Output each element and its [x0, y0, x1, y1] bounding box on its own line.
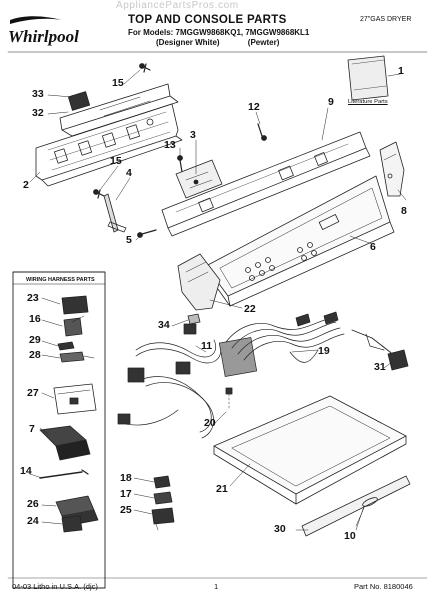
callout-14: 14: [20, 465, 32, 477]
part-screw-5: [137, 229, 157, 238]
part-trim-30: [301, 475, 411, 537]
callout-34: 34: [158, 319, 170, 331]
callout-21: 21: [216, 483, 228, 495]
variant-pewter: (Pewter): [247, 38, 280, 47]
callout-8: 8: [401, 205, 407, 217]
callout-6: 6: [370, 241, 376, 253]
callout-24: 24: [27, 515, 39, 527]
callout-27: 27: [27, 387, 39, 399]
part-harness-19: [218, 311, 345, 377]
callout-28: 28: [29, 349, 41, 361]
part-clip: [187, 313, 201, 325]
whirlpool-logo: Whirlpool: [8, 16, 79, 46]
callout-10: 10: [344, 530, 356, 542]
literature-label: Literature Parts: [348, 99, 388, 105]
part-literature: [347, 55, 389, 101]
callout-13: 13: [164, 139, 176, 151]
part-clip-20: [225, 387, 233, 411]
callout-3: 3: [190, 129, 196, 141]
harness-parts-box: [12, 271, 106, 589]
callout-7: 7: [29, 423, 35, 435]
part-23-connector: [61, 295, 89, 315]
callout-9: 9: [328, 96, 334, 108]
callout-15-left: 15: [110, 155, 122, 167]
page-title: TOP AND CONSOLE PARTS: [128, 14, 287, 26]
part-rear-panel-upper: [59, 83, 179, 137]
callout-17: 17: [120, 488, 132, 500]
part-27-block: [53, 383, 97, 415]
part-rear-panel-main: [35, 103, 183, 187]
callout-2: 2: [23, 179, 29, 191]
callout-20: 20: [204, 417, 216, 429]
part-screw-12: [257, 123, 267, 141]
models-line: For Models: 7MGGW9868KQ1, 7MGGW9868KL1: [128, 28, 310, 37]
part-control-board: [175, 159, 223, 199]
part-28-terminal: [59, 351, 95, 363]
callout-32: 32: [32, 107, 44, 119]
callout-33: 33: [32, 88, 44, 100]
callout-4: 4: [126, 167, 132, 179]
part-24-connector: [61, 515, 83, 533]
part-bracket: [103, 193, 127, 233]
callout-25: 25: [120, 504, 132, 516]
part-16-connector: [63, 315, 85, 337]
callout-23: 23: [27, 292, 39, 304]
callout-15-top: 15: [112, 77, 124, 89]
part-end-cap: [379, 141, 405, 197]
callout-22: 22: [244, 303, 256, 315]
product-type: 27"GAS DRYER: [360, 16, 412, 23]
callout-1: 1: [398, 65, 404, 77]
part-17-connector: [153, 491, 173, 505]
callout-18: 18: [120, 472, 132, 484]
callout-16: 16: [29, 313, 41, 325]
callout-31: 31: [374, 361, 386, 373]
part-end-panel: [177, 253, 221, 311]
part-14-tie: [39, 469, 89, 479]
part-screw-13: [177, 155, 183, 173]
part-29-terminal: [57, 341, 75, 351]
callout-5: 5: [126, 234, 132, 246]
callout-12: 12: [248, 101, 260, 113]
watermark-text: AppliancePartsPros.com: [116, 0, 239, 11]
part-switch-31: [351, 329, 409, 371]
variant-designer-white: (Designer White): [156, 38, 220, 47]
callout-29: 29: [29, 334, 41, 346]
part-screw-top: [139, 63, 151, 73]
footer-litho: 04-03 Litho in U.S.A. (djc): [12, 582, 98, 591]
footer-page-number: 1: [214, 582, 219, 591]
footer-part-number: Part No. 8180046: [354, 582, 413, 591]
part-screw-left: [93, 189, 105, 199]
svg-text:Whirlpool: Whirlpool: [8, 27, 79, 46]
part-console-frame: [161, 131, 371, 237]
part-7-plug: [39, 425, 91, 461]
callout-30: 30: [274, 523, 286, 535]
part-top-21: [213, 395, 407, 505]
part-console-front: [205, 175, 395, 307]
callout-19: 19: [318, 345, 330, 357]
color-variants: (Designer White) (Pewter): [156, 38, 305, 47]
part-25-connector: [151, 507, 175, 531]
leader-lines: [29, 69, 407, 531]
callout-11: 11: [201, 340, 213, 352]
callout-26: 26: [27, 498, 39, 510]
part-harness-11: [117, 323, 222, 439]
harness-box-title: WIRING HARNESS PARTS: [26, 277, 95, 283]
part-18-connector: [153, 475, 171, 489]
